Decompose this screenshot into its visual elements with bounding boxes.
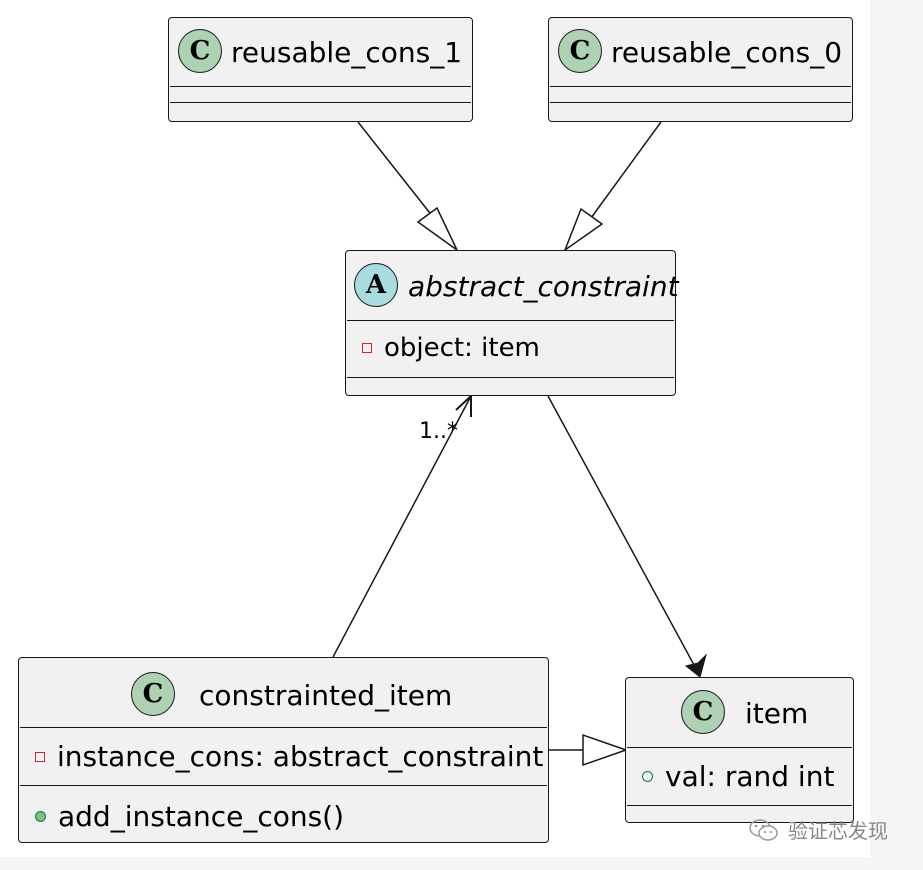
field-text: val: rand int [665,760,835,793]
public-field-icon [642,771,653,782]
class-name: item [745,697,809,730]
multiplicity-label: 1..* [419,419,458,444]
watermark: 验证芯发现 [748,815,888,844]
private-field-icon [35,751,45,762]
methods-divider [627,805,852,806]
field-text: object: item [384,333,540,363]
attributes-divider [170,86,471,87]
association-line-abstract-to-item [547,395,701,677]
wechat-icon [749,818,778,841]
class-name: constrainted_item [199,679,453,712]
generalization-line-reusable-cons-0 [590,121,662,219]
methods-divider [20,785,547,786]
watermark-text: 验证芯发现 [788,819,888,843]
class-stereotype-icon: C [681,690,725,734]
method-text: add_instance_cons() [58,800,345,833]
association-line-constrainted-item-to-abstract [332,395,472,658]
methods-divider [347,377,674,378]
class-reusable-cons-0[interactable]: C reusable_cons_0 [548,17,853,122]
methods-divider [550,102,851,103]
class-name: abstract_constraint [408,270,679,303]
relation-lines [332,121,707,767]
generalization-line-reusable-cons-1 [357,121,438,223]
private-field-icon [362,343,372,353]
association-arrowhead-item [684,653,707,678]
class-constrainted-item[interactable]: C constrainted_item instance_cons: abstr… [18,657,549,843]
method-row: add_instance_cons() [35,800,344,833]
methods-divider [170,102,471,103]
class-abstract-constraint[interactable]: A abstract_constraint object: item [345,250,679,396]
class-stereotype-icon: C [178,29,222,73]
field-row: val: rand int [642,760,834,793]
attributes-divider [550,86,851,87]
generalization-arrowhead-reusable-cons-0 [563,207,604,253]
class-item[interactable]: C item val: rand int [625,677,854,823]
association-arrowhead-abstract [455,393,472,417]
attributes-divider [627,747,852,748]
class-name: reusable_cons_1 [231,36,463,69]
public-method-icon [35,811,46,822]
abstract-stereotype-icon: A [354,263,398,307]
field-row: instance_cons: abstract_constraint [35,740,543,773]
class-stereotype-icon: C [558,29,602,73]
attributes-divider [347,320,674,321]
class-stereotype-icon: C [131,672,175,716]
diagram-canvas: 1..* C reusable_cons_1 C reusable_cons_0… [18,17,854,843]
generalization-arrowhead-reusable-cons-1 [416,206,458,251]
attributes-divider [20,727,547,728]
generalization-arrowhead-item [582,733,629,767]
class-reusable-cons-1[interactable]: C reusable_cons_1 [168,17,473,122]
class-name: reusable_cons_0 [611,36,843,69]
field-text: instance_cons: abstract_constraint [57,740,544,773]
field-row: object: item [362,333,540,363]
